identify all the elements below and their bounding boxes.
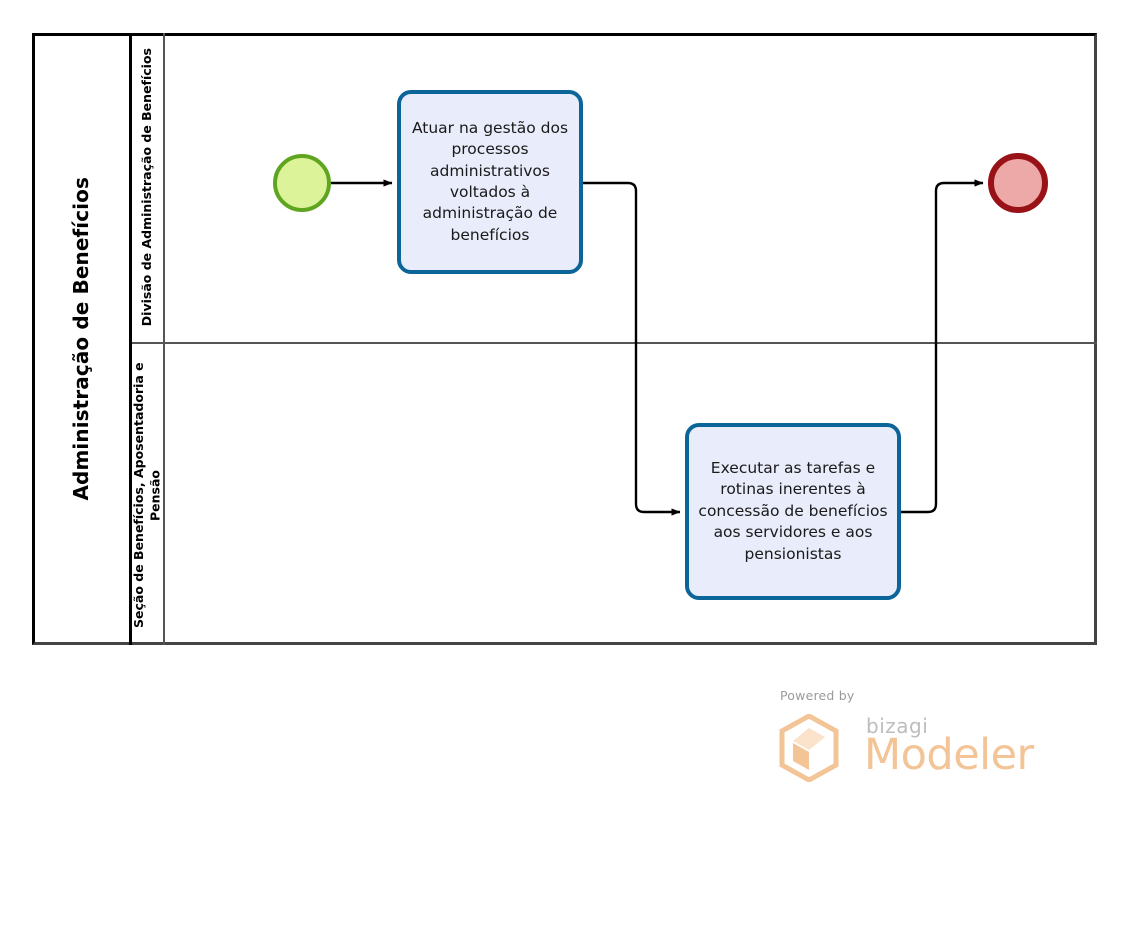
lane-1-title: Divisão de Administração de Benefícios <box>139 48 155 327</box>
pool-header[interactable]: Administração de Benefícios <box>32 33 132 645</box>
lane-1-header[interactable]: Divisão de Administração de Benefícios <box>132 33 165 342</box>
task-1-label: Atuar na gestão dos processos administra… <box>411 118 569 244</box>
bizagi-hexagon-logo-icon <box>779 714 839 782</box>
task-executar-as-tarefas[interactable]: Executar as tarefas e rotinas inerentes … <box>685 423 901 600</box>
watermark-powered-by-label: Powered by <box>780 688 855 703</box>
end-event-icon[interactable] <box>988 153 1048 213</box>
pool-title: Administração de Benefícios <box>68 177 93 501</box>
lane-secao-de-beneficios-aposentadoria-e-pensao[interactable]: Seção de Benefícios, Aposentadoria e Pen… <box>131 344 1097 645</box>
lane-2-title: Seção de Benefícios, Aposentadoria e Pen… <box>131 361 163 628</box>
task-2-label: Executar as tarefas e rotinas inerentes … <box>698 459 888 563</box>
watermark-brand-label: bizagi <box>866 714 929 738</box>
task-atuar-na-gestao[interactable]: Atuar na gestão dos processos administra… <box>397 90 583 274</box>
lane-2-header[interactable]: Seção de Benefícios, Aposentadoria e Pen… <box>131 344 165 645</box>
watermark-product-label: Modeler <box>864 730 1034 780</box>
start-event-icon[interactable] <box>273 154 331 212</box>
bizagi-watermark: Powered by bizagi Modeler <box>778 688 1034 788</box>
